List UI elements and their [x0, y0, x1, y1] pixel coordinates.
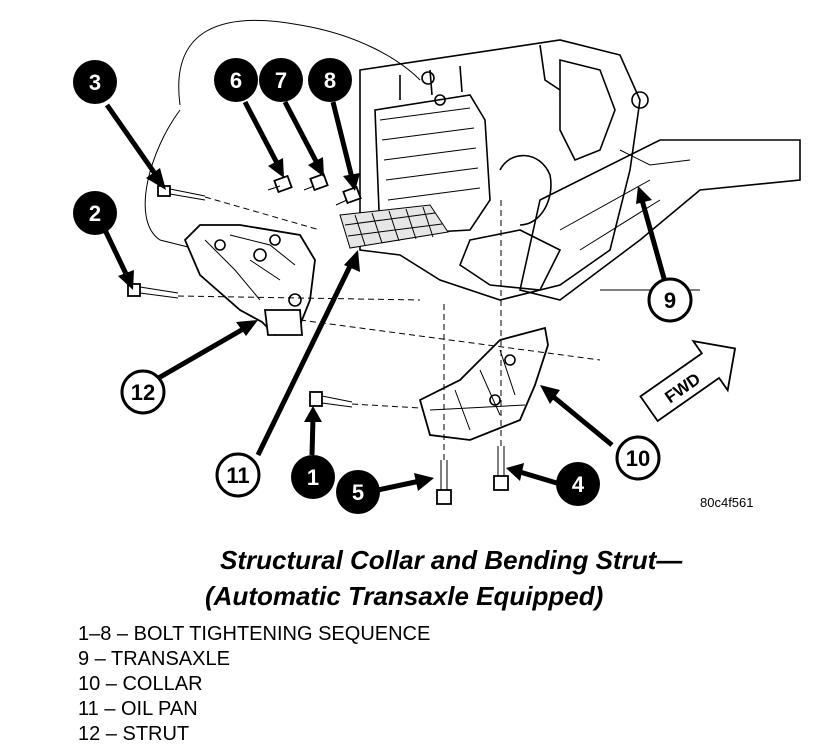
- parts-legend: 1–8 – BOLT TIGHTENING SEQUENCE 9 – TRANS…: [78, 622, 430, 747]
- callout-label: 1: [307, 465, 319, 490]
- callout-label: 12: [131, 380, 155, 405]
- transaxle-illustration: [459, 139, 801, 301]
- alignment-lines: [177, 196, 601, 460]
- legend-item: 10 – COLLAR: [78, 673, 203, 695]
- callout-12: 12: [120, 369, 166, 415]
- callout-label: 4: [572, 472, 585, 497]
- strut-illustration: [183, 224, 316, 337]
- callout-3: 3: [73, 60, 117, 104]
- bolt-2: [127, 283, 179, 299]
- fwd-direction-arrow: FWD: [639, 339, 737, 423]
- engine-block-illustration: [359, 39, 649, 301]
- callout-label: 10: [626, 446, 650, 471]
- callout-8: 8: [308, 58, 352, 102]
- callout-label: 3: [89, 70, 101, 95]
- callout-label: 7: [275, 68, 287, 93]
- legend-item: 9 – TRANSAXLE: [78, 648, 230, 670]
- callout-10: 10: [615, 435, 661, 481]
- callout-5: 5: [336, 470, 380, 514]
- bolt-7: [303, 172, 329, 192]
- bolt-5: [436, 460, 452, 505]
- figure-code: 80c4f561: [700, 495, 754, 510]
- callout-4: 4: [556, 462, 600, 506]
- exploded-view-diagram: FWD 3 2 6 7 8 9 12 10 11 1 5 4: [73, 19, 801, 514]
- callout-label: 2: [89, 201, 101, 226]
- callout-9: 9: [647, 277, 693, 323]
- callout-label: 6: [230, 68, 242, 93]
- callout-label: 5: [352, 480, 364, 505]
- leader-arrows: [102, 100, 668, 493]
- callout-6: 6: [214, 58, 258, 102]
- bolt-8: [335, 185, 362, 206]
- bolt-4: [493, 446, 509, 491]
- callout-label: 11: [226, 463, 249, 488]
- legend-item: 11 – OIL PAN: [78, 698, 198, 720]
- callout-label: 9: [664, 288, 676, 313]
- legend-item: 12 – STRUT: [78, 723, 190, 745]
- caption-subtitle: (Automatic Transaxle Equipped): [205, 581, 604, 611]
- callout-7: 7: [259, 58, 303, 102]
- legend-item: 1–8 – BOLT TIGHTENING SEQUENCE: [78, 623, 431, 645]
- callout-label: 8: [324, 68, 336, 93]
- callout-2: 2: [73, 191, 117, 235]
- oil-pan-illustration: [339, 204, 449, 249]
- bolt-6: [267, 174, 293, 194]
- callout-11: 11: [215, 452, 261, 498]
- caption-title: Structural Collar and Bending Strut—: [220, 545, 683, 575]
- bolt-1: [309, 391, 353, 408]
- hose-outline: [144, 19, 421, 251]
- callout-1: 1: [291, 455, 335, 499]
- collar-illustration: [418, 326, 549, 441]
